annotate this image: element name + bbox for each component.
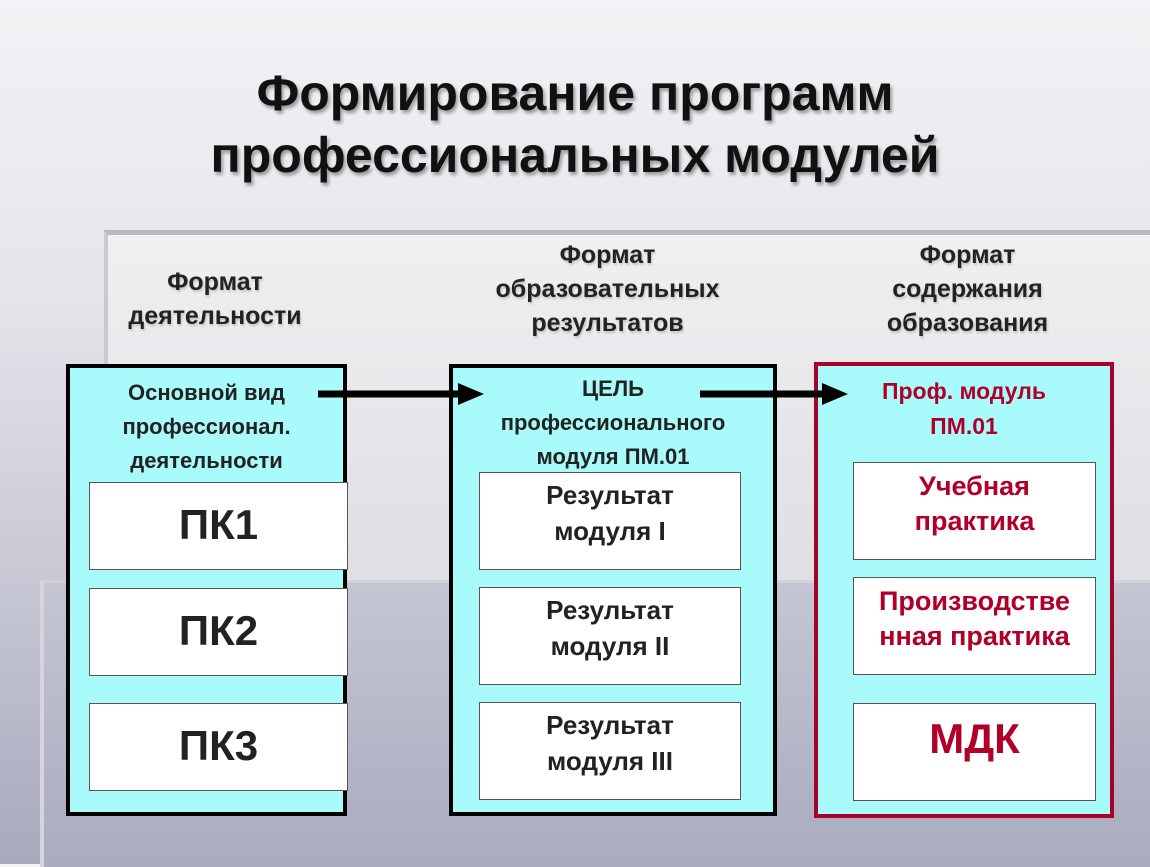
activity-format-box: Основной вид профессионал. деятельности … [66, 364, 348, 816]
slide-title: Формирование программ профессиональных м… [210, 65, 940, 183]
column-header-content: Формат содержания образования [886, 241, 1049, 337]
column-header-activity: Формат деятельности [128, 268, 302, 330]
module-result-card-2: Результат модуля II [479, 587, 741, 685]
content-format-box: Проф. модуль ПМ.01 Учебная практика Прои… [814, 362, 1114, 818]
competency-card-1: ПК1 [89, 482, 348, 570]
arrow-results-to-content [700, 383, 848, 405]
activity-box-title: Основной вид профессионал. деятельности [122, 380, 291, 473]
column-header-results: Формат образовательных результатов [495, 241, 720, 337]
competency-card-2: ПК2 [89, 588, 348, 676]
production-practice-card: Производстве нная практика [853, 577, 1096, 675]
arrow-activity-to-results [318, 383, 484, 405]
module-result-card-1: Результат модуля I [479, 472, 741, 570]
results-format-box: ЦЕЛЬ профессионального модуля ПМ.01 Резу… [449, 364, 777, 816]
content-box-title: Проф. модуль ПМ.01 [881, 378, 1047, 439]
module-result-card-3: Результат модуля III [479, 702, 741, 800]
competency-card-3: ПК3 [89, 703, 348, 791]
results-box-title: ЦЕЛЬ профессионального модуля ПМ.01 [500, 376, 726, 469]
training-practice-card: Учебная практика [853, 462, 1096, 560]
mdk-card: МДК [853, 703, 1096, 801]
